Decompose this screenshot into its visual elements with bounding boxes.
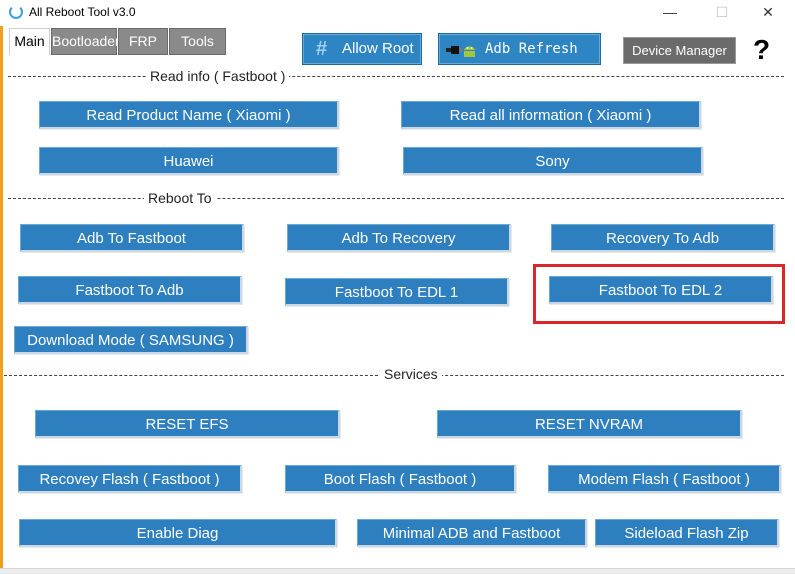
fastboot-to-adb-button[interactable]: Fastboot To Adb bbox=[18, 276, 242, 304]
window-edge bbox=[0, 0, 3, 574]
tab-tools[interactable]: Tools bbox=[169, 28, 226, 55]
read-info-divider bbox=[8, 76, 784, 77]
hash-icon: # bbox=[316, 38, 328, 60]
highlight-box bbox=[533, 264, 785, 324]
minimal-adb-fastboot-button[interactable]: Minimal ADB and Fastboot bbox=[357, 519, 587, 547]
read-all-info-button[interactable]: Read all information ( Xiaomi ) bbox=[401, 101, 701, 129]
read-info-heading: Read info ( Fastboot ) bbox=[146, 68, 290, 84]
huawei-button[interactable]: Huawei bbox=[39, 147, 339, 175]
sideload-flash-zip-button[interactable]: Sideload Flash Zip bbox=[595, 519, 779, 547]
recovery-flash-button[interactable]: Recovey Flash ( Fastboot ) bbox=[18, 465, 242, 493]
tab-main[interactable]: Main bbox=[9, 28, 50, 55]
sony-button[interactable]: Sony bbox=[403, 147, 703, 175]
title-bar[interactable] bbox=[0, 0, 795, 26]
fastboot-to-edl2-button[interactable]: Fastboot To EDL 2 bbox=[549, 276, 773, 304]
close-button[interactable]: ✕ bbox=[762, 4, 774, 20]
allow-root-label: Allow Root bbox=[342, 40, 414, 57]
tab-bootloader[interactable]: Bootloader bbox=[51, 28, 120, 55]
adb-refresh-button[interactable]: Adb Refresh bbox=[439, 34, 600, 64]
device-manager-button[interactable]: Device Manager bbox=[623, 37, 736, 64]
minimize-button[interactable]: — bbox=[663, 4, 677, 20]
help-button[interactable]: ? bbox=[753, 34, 771, 65]
maximize-button: ☐ bbox=[715, 4, 729, 20]
boot-flash-button[interactable]: Boot Flash ( Fastboot ) bbox=[285, 465, 516, 493]
reset-nvram-button[interactable]: RESET NVRAM bbox=[437, 410, 742, 438]
reboot-to-heading: Reboot To bbox=[144, 190, 216, 206]
read-product-name-button[interactable]: Read Product Name ( Xiaomi ) bbox=[39, 101, 339, 129]
app-refresh-icon bbox=[9, 5, 23, 19]
window-title: All Reboot Tool v3.0 bbox=[29, 5, 136, 19]
window-bottom-edge bbox=[0, 568, 795, 574]
services-heading: Services bbox=[380, 366, 442, 382]
adb-to-recovery-button[interactable]: Adb To Recovery bbox=[287, 224, 511, 252]
adb-to-fastboot-button[interactable]: Adb To Fastboot bbox=[20, 224, 244, 252]
modem-flash-button[interactable]: Modem Flash ( Fastboot ) bbox=[548, 465, 781, 493]
reset-efs-button[interactable]: RESET EFS bbox=[35, 410, 340, 438]
usb-android-icon bbox=[446, 46, 475, 57]
enable-diag-button[interactable]: Enable Diag bbox=[19, 519, 337, 547]
allow-root-button[interactable]: # Allow Root bbox=[303, 34, 421, 64]
adb-refresh-label: Adb Refresh bbox=[485, 41, 578, 57]
reboot-to-divider bbox=[8, 198, 784, 199]
fastboot-to-edl1-button[interactable]: Fastboot To EDL 1 bbox=[285, 278, 509, 306]
recovery-to-adb-button[interactable]: Recovery To Adb bbox=[551, 224, 775, 252]
download-mode-samsung-button[interactable]: Download Mode ( SAMSUNG ) bbox=[14, 326, 248, 354]
tab-frp[interactable]: FRP bbox=[118, 28, 168, 55]
